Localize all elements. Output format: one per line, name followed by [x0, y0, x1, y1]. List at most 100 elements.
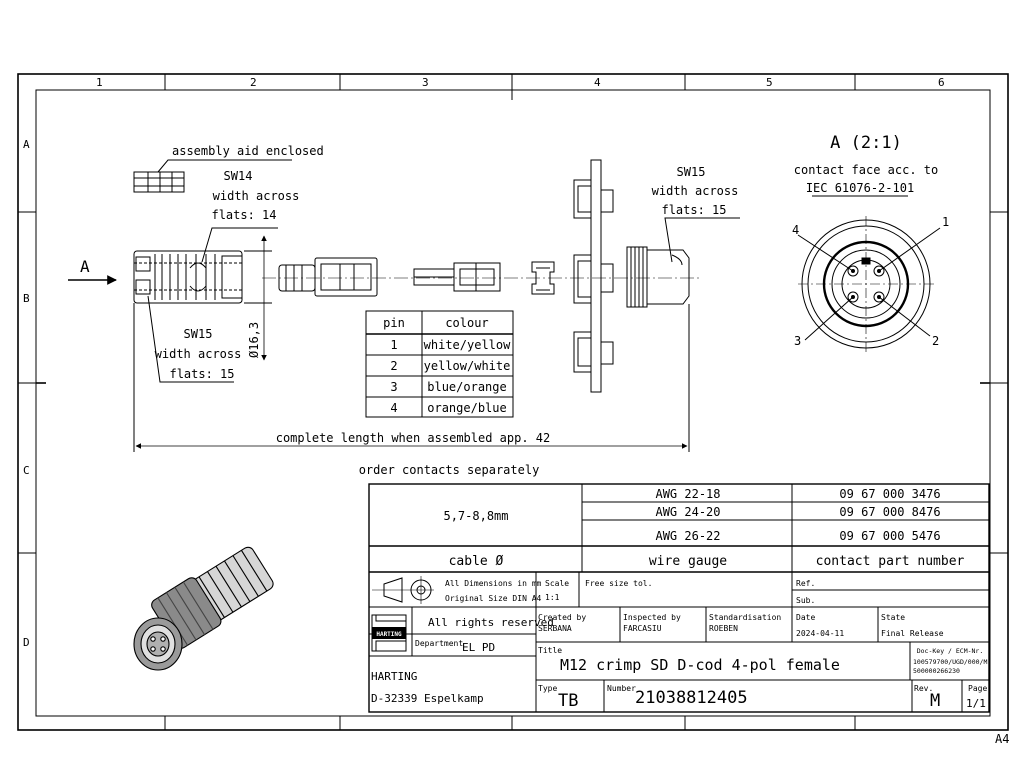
complete-length-label: complete length when assembled app. 42	[276, 431, 551, 445]
tolerance-label: Free size tol.	[585, 579, 652, 588]
page-label: Page	[968, 684, 987, 693]
state-label: State	[881, 613, 905, 622]
column-label: 6	[938, 76, 945, 89]
connector-body-drawing	[133, 250, 243, 304]
frame-labels: 1 2 3 4 5 6 A B C D A4	[23, 76, 1009, 746]
harting-logo	[371, 614, 407, 652]
assembly-aid-label: assembly aid enclosed	[172, 144, 324, 158]
detail-view-text: A (2:1) contact face acc. to IEC 61076-2…	[794, 133, 939, 195]
pin-header: pin	[383, 316, 405, 330]
length-dimension	[133, 303, 690, 452]
row-label: A	[23, 138, 30, 151]
part-number-cell: 09 67 000 8476	[839, 505, 940, 519]
company-name: HARTING	[371, 670, 417, 683]
column-label: 5	[766, 76, 773, 89]
wire-gauge-cell: AWG 22-18	[655, 487, 720, 501]
dockey-label: Doc-Key / ECM-Nr.	[917, 647, 984, 655]
contacts-table-text: 5,7-8,8mm AWG 22-18 09 67 000 3476 AWG 2…	[443, 487, 964, 569]
cable-range: 5,7-8,8mm	[443, 509, 508, 523]
part-number-cell: 09 67 000 5476	[839, 529, 940, 543]
cable-gland-drawing	[626, 217, 740, 308]
title-label: Title	[538, 646, 562, 655]
contact-number-header: contact part number	[816, 554, 965, 569]
department-label: Department	[415, 639, 463, 648]
wire-gauge-cell: AWG 24-20	[655, 505, 720, 519]
detail-view-title: A (2:1)	[830, 133, 902, 153]
pin-number: 1	[942, 215, 949, 229]
isometric-product-view	[133, 546, 274, 671]
inspected-label: Inspected by	[623, 613, 681, 622]
date-value: 2024-04-11	[796, 629, 844, 638]
column-label: 3	[422, 76, 429, 89]
dockey-line2: 500000266230	[913, 667, 960, 675]
sw14-callout: SW14 width across flats: 14	[211, 169, 299, 222]
diameter-dimension	[244, 235, 272, 361]
order-contacts-note: order contacts separately	[359, 463, 540, 477]
sheet-size: A4	[995, 732, 1009, 746]
housing-drawing	[573, 159, 614, 393]
title-block	[369, 572, 989, 712]
pin-cell: 4	[390, 401, 397, 415]
pin-number: 3	[794, 334, 801, 348]
contact-face-drawing	[797, 216, 941, 352]
pin-table	[365, 310, 514, 418]
column-label: 2	[250, 76, 257, 89]
scale-value: 1:1	[545, 593, 560, 602]
leader-lines	[147, 227, 278, 383]
sw15-left-line2: flats: 15	[169, 367, 234, 381]
diameter-label: Ø16,3	[247, 322, 261, 358]
wire-gauge-header: wire gauge	[649, 554, 727, 569]
state-value: Final Release	[881, 629, 944, 638]
colour-cell: white/yellow	[424, 338, 511, 352]
pin-cell: 2	[390, 359, 397, 373]
crimp-insert-drawing	[278, 257, 378, 297]
rev-label: Rev.	[914, 684, 933, 693]
detail-line2: IEC 61076-2-101	[806, 181, 914, 195]
sw14-title: SW14	[224, 169, 253, 183]
colour-cell: orange/blue	[427, 401, 506, 415]
row-label: B	[23, 292, 30, 305]
contact-drawing	[413, 262, 501, 292]
detail-line1: contact face acc. to	[794, 163, 939, 177]
projection-symbol	[372, 576, 434, 604]
colour-cell: yellow/white	[424, 359, 511, 373]
revision-value: M	[930, 691, 940, 711]
rights-text: All rights reserved	[428, 616, 554, 629]
drawing-title: M12 crimp SD D-cod 4-pol female	[560, 656, 840, 674]
created-value: SERBANA	[538, 624, 572, 633]
row-label: D	[23, 636, 30, 649]
pin-number-labels: 1 2 3 4	[792, 215, 949, 348]
sub-label: Sub.	[796, 596, 815, 605]
row-label: C	[23, 464, 30, 477]
pin-cell: 3	[390, 380, 397, 394]
department-value: EL PD	[462, 641, 495, 654]
column-label: 4	[594, 76, 601, 89]
sw15-right-callout: SW15 width across flats: 15	[652, 165, 739, 217]
dims-line2: Original Size DIN A4	[445, 594, 542, 603]
logo-text: HARTING	[376, 631, 402, 638]
standard-value: ROEBEN	[709, 624, 738, 633]
drawing-number: 21038812405	[635, 688, 748, 708]
view-marker: A	[80, 257, 90, 276]
dims-line1: All Dimensions in mm	[445, 579, 542, 588]
scale-label: Scale	[545, 579, 569, 588]
sw14-line1: width across	[213, 189, 300, 203]
pin-number: 4	[792, 223, 799, 237]
part-number-cell: 09 67 000 3476	[839, 487, 940, 501]
dockey-line1: 100579700/UGD/000/M	[913, 658, 987, 666]
drawing-frame	[17, 73, 1009, 731]
sw15-right-line2: flats: 15	[661, 203, 726, 217]
company-address: D-32339 Espelkamp	[371, 692, 484, 705]
created-label: Created by	[538, 613, 586, 622]
title-block-text: All Dimensions in mm Original Size DIN A…	[371, 579, 987, 711]
inspected-value: FARCASIU	[623, 624, 662, 633]
date-label: Date	[796, 613, 815, 622]
number-label: Number	[607, 684, 636, 693]
contacts-table	[368, 483, 990, 713]
type-label: Type	[538, 684, 557, 693]
pin-number: 2	[932, 334, 939, 348]
sw15-right-line1: width across	[652, 184, 739, 198]
colour-cell: blue/orange	[427, 380, 506, 394]
clip-drawing	[531, 261, 555, 295]
